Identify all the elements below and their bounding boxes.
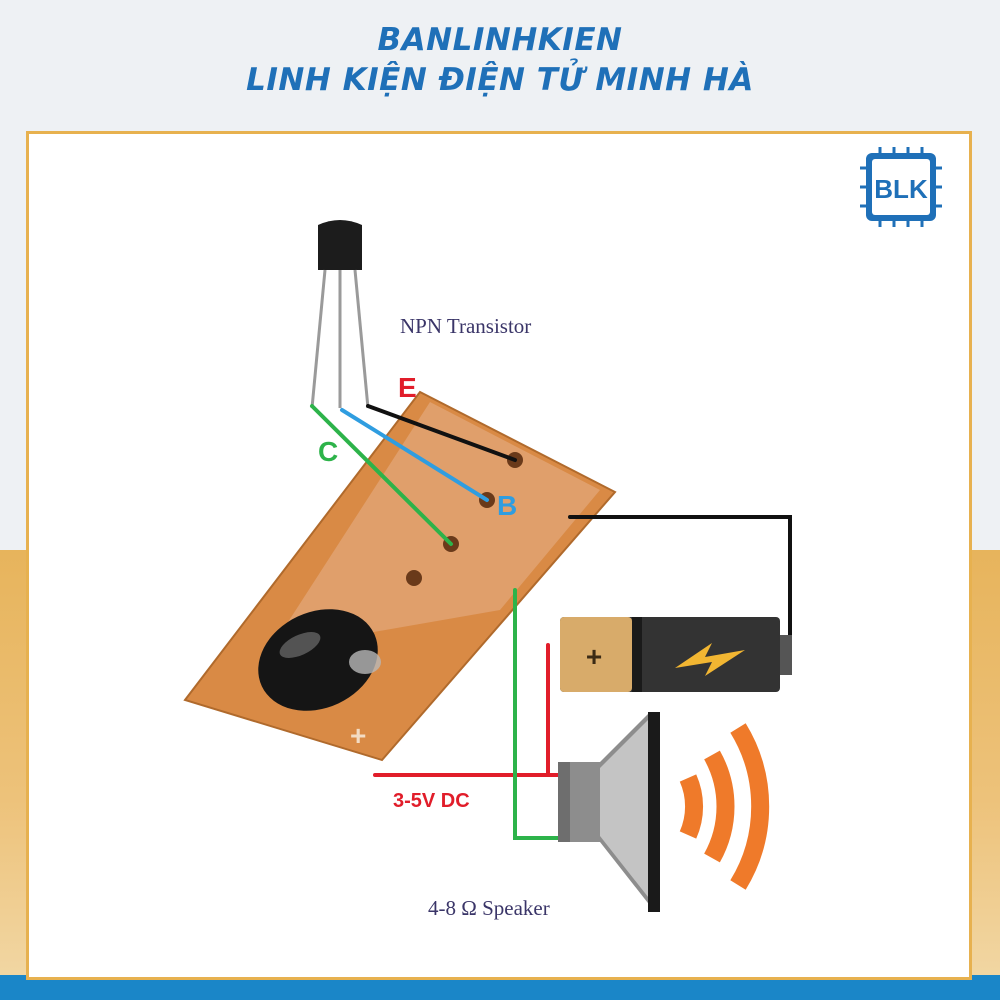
wire-collector <box>310 404 453 546</box>
board-plus-marking: + <box>350 720 366 751</box>
base-label: B <box>497 490 518 521</box>
battery-plus-sign: + <box>586 641 602 672</box>
speaker-label: 4-8 Ω Speaker <box>428 896 550 920</box>
wire-battery-negative <box>568 515 792 652</box>
chip-logo-icon <box>860 147 942 227</box>
brand-header: BANLINHKIEN LINH KIỆN ĐIỆN TỬ MINH HÀ <box>0 20 1000 100</box>
collector-label: C <box>318 436 339 467</box>
wire-base <box>340 408 489 502</box>
logo-text: BLK <box>874 174 928 204</box>
emitter-label: E <box>398 372 417 403</box>
sound-waves-icon <box>679 723 770 890</box>
wire-speaker <box>513 588 564 840</box>
wires <box>310 404 792 840</box>
wire-emitter <box>366 404 517 462</box>
brand-tagline: LINH KIỆN ĐIỆN TỬ MINH HÀ <box>246 62 754 98</box>
voltage-label: 3-5V DC <box>393 790 470 812</box>
battery-icon: + <box>560 617 792 692</box>
speaker-icon <box>558 712 660 912</box>
transistor-icon <box>310 220 370 409</box>
lightning-bolt-icon <box>675 643 745 676</box>
brand-name: BANLINHKIEN <box>377 22 623 58</box>
transistor-label: NPN Transistor <box>400 314 532 338</box>
